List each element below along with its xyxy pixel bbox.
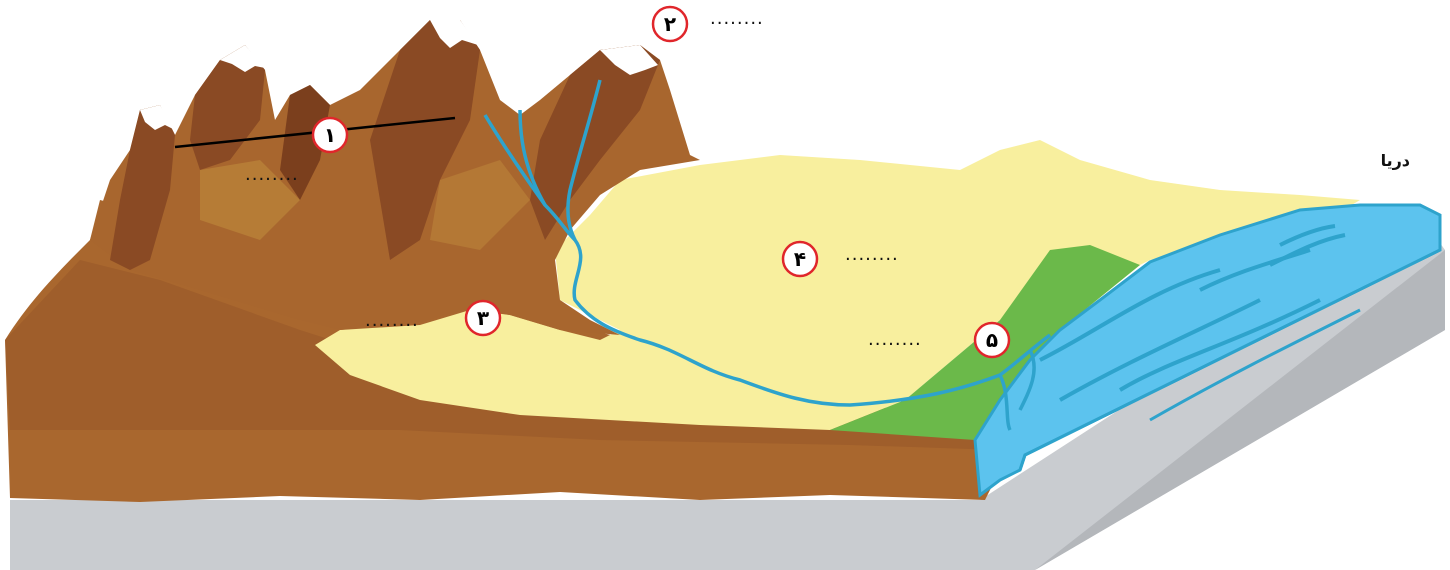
marker-number-2: ۲ bbox=[664, 12, 676, 36]
answer-blank-4[interactable]: ........ bbox=[845, 244, 899, 265]
marker-2: ۲ bbox=[651, 5, 689, 43]
marker-number-5: ۵ bbox=[986, 328, 998, 352]
answer-blank-5[interactable]: ........ bbox=[868, 329, 922, 350]
river bbox=[483, 79, 1052, 431]
marker-4: ۴ bbox=[781, 240, 819, 278]
marker-number-1: ۱ bbox=[324, 123, 336, 147]
answer-blank-1[interactable]: ........ bbox=[245, 164, 299, 185]
block-base bbox=[10, 215, 1445, 570]
marker-1: ۱ bbox=[174, 116, 456, 154]
answer-blank-2[interactable]: ........ bbox=[710, 8, 764, 29]
mountain-range bbox=[90, 20, 700, 335]
marker-number-4: ۴ bbox=[794, 247, 806, 271]
ground-top bbox=[5, 260, 1000, 450]
marker-number-3: ۳ bbox=[477, 306, 489, 330]
marker-3: ۳ bbox=[464, 299, 502, 337]
sea-area bbox=[973, 203, 1442, 498]
answer-blank-3[interactable]: ........ bbox=[365, 310, 419, 331]
marker-5: ۵ bbox=[973, 321, 1011, 359]
plain-area bbox=[315, 140, 1360, 430]
sea-label: دریا bbox=[1381, 151, 1410, 170]
